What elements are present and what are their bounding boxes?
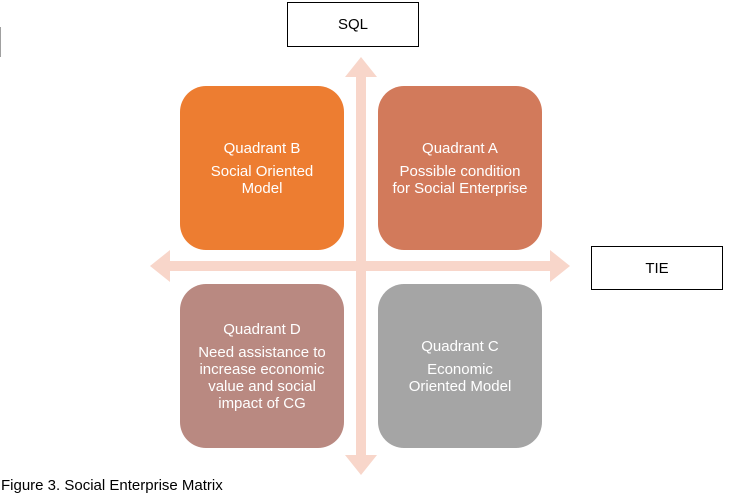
sql-label-text: SQL: [337, 16, 368, 33]
quadrant-b: Quadrant B Social Oriented Model: [180, 86, 344, 250]
tie-label-text: TIE: [645, 259, 669, 277]
quadrant-d: Quadrant D Need assistance to increase e…: [180, 284, 344, 448]
figure-caption: Figure 3. Social Enterprise Matrix: [1, 477, 223, 494]
quadrant-d-description: Need assistance to increase economic val…: [198, 343, 326, 412]
quadrant-b-description: Social Oriented Model: [210, 162, 314, 197]
sql-axis-label: SQL: [287, 2, 419, 47]
quadrant-a: Quadrant A Possible condition for Social…: [378, 86, 542, 250]
edge-marker: [0, 27, 1, 57]
quadrant-a-title: Quadrant A: [422, 139, 498, 157]
quadrant-d-title: Quadrant D: [223, 320, 301, 338]
quadrant-c-title: Quadrant C: [421, 337, 499, 355]
horizontal-axis-arrow: [150, 250, 570, 282]
quadrant-c: Quadrant C Economic Oriented Model: [378, 284, 542, 448]
quadrant-c-description: Economic Oriented Model: [408, 360, 512, 395]
quadrant-b-title: Quadrant B: [223, 139, 301, 157]
tie-axis-label: TIE: [591, 246, 723, 290]
quadrant-a-description: Possible condition for Social Enterprise: [392, 162, 528, 197]
